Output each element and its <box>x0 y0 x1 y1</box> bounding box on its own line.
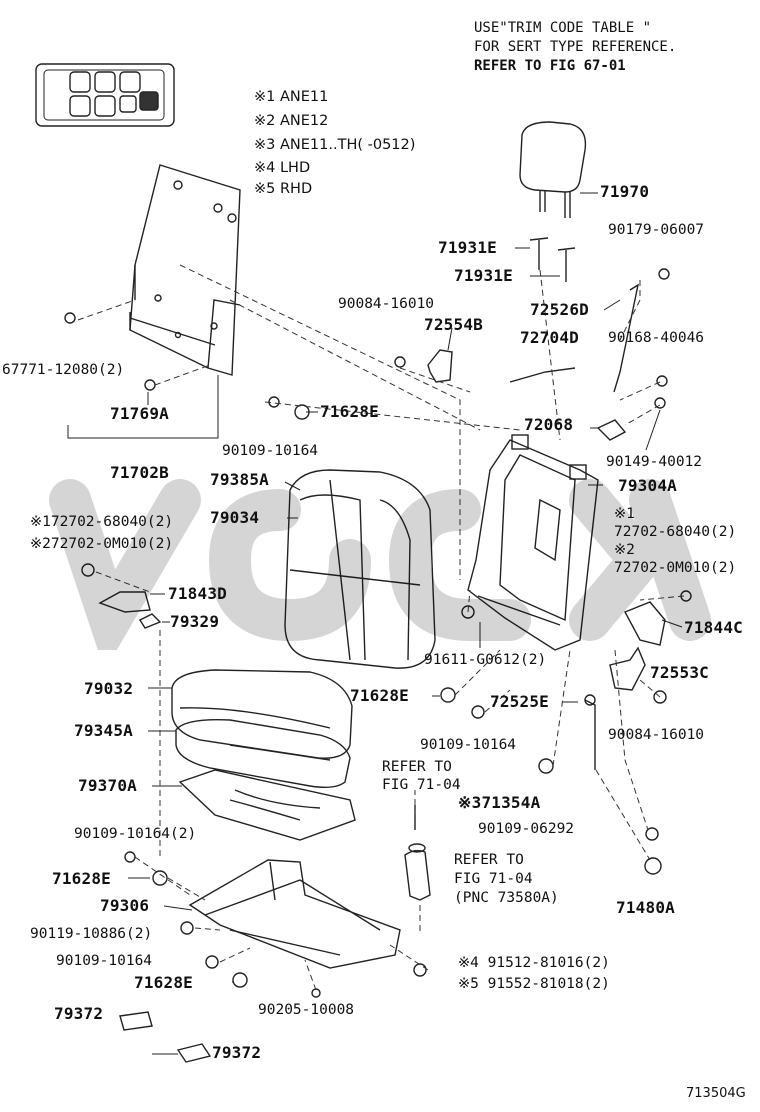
refer-note-1-line-2: FIG 71-04 <box>382 777 461 793</box>
part-label-71931e-b[interactable]: 71931E <box>454 266 513 285</box>
rod-end <box>584 694 596 706</box>
bracket-71843d <box>98 591 151 613</box>
seatback-board <box>129 164 241 376</box>
note-line-3: REFER TO FIG 67-01 <box>474 58 626 74</box>
part-label-79304a[interactable]: 79304A <box>618 476 677 495</box>
part-label-mark-1-right: ※1 <box>614 506 635 522</box>
legend-item-4: ※4 LHD <box>254 160 311 176</box>
part-label-79329[interactable]: 79329 <box>170 612 220 631</box>
part-label-79306[interactable]: 79306 <box>100 896 150 915</box>
pad-79372-b <box>176 1043 212 1063</box>
clip-top <box>658 268 670 280</box>
refer-note-1-line-1: REFER TO <box>382 759 452 775</box>
part-label-90109-10164-1[interactable]: 90109-10164 <box>222 443 319 459</box>
part-label-72704d[interactable]: 72704D <box>520 328 579 347</box>
part-label-71769a[interactable]: 71769A <box>110 404 169 423</box>
part-label-79372-a[interactable]: 79372 <box>54 1004 104 1023</box>
part-label-71628e-1[interactable]: 71628E <box>320 402 379 421</box>
pad-79372-a <box>119 1011 153 1031</box>
part-label-90119-10886[interactable]: 90119-10886(2) <box>30 926 153 942</box>
part-label-91552-81018[interactable]: ※5 91552-81018(2) <box>458 976 610 992</box>
bracket-72068 <box>596 419 627 441</box>
legend-item-3: ※3 ANE11..TH( -0512) <box>254 137 416 153</box>
part-label-72526d[interactable]: 72526D <box>530 300 589 319</box>
part-label-91611-g0612[interactable]: 91611-G0612(2) <box>424 652 547 668</box>
headrest <box>519 121 587 218</box>
part-label-71628e-3[interactable]: 71628E <box>52 869 111 888</box>
headrest-support <box>529 237 576 282</box>
seat-location-inset <box>35 63 175 127</box>
part-label-71702b[interactable]: 71702B <box>110 463 169 482</box>
legend-item-1: ※1 ANE11 <box>254 89 329 105</box>
refer-note-2-line-1: REFER TO <box>454 852 524 868</box>
figure-code: 713504G <box>686 1086 746 1101</box>
part-label-72554b[interactable]: 72554B <box>424 315 483 334</box>
part-label-90109-10164-4[interactable]: 90109-10164 <box>56 953 153 969</box>
buckle <box>404 805 431 901</box>
part-label-90149-40012[interactable]: 90149-40012 <box>606 454 703 470</box>
cable-72704d <box>509 367 576 383</box>
bracket-71844c <box>624 601 666 646</box>
seatback-frame <box>467 434 599 651</box>
part-label-72702-0m010-left[interactable]: ※272702-0M010(2) <box>30 536 174 552</box>
seat-cushion-frame <box>178 769 356 841</box>
note-line-2: FOR SERT TYPE REFERENCE. <box>474 39 677 55</box>
part-label-72068[interactable]: 72068 <box>524 415 574 434</box>
part-label-79385a[interactable]: 79385A <box>210 470 269 489</box>
part-label-72702-0m010-right[interactable]: 72702-0M010(2) <box>614 560 737 576</box>
part-label-90109-10164-3[interactable]: 90109-10164(2) <box>74 826 197 842</box>
part-label-71628e-4[interactable]: 71628E <box>134 973 193 992</box>
seat-cushion <box>171 669 353 759</box>
part-label-71628e-2[interactable]: 71628E <box>350 686 409 705</box>
seat-cushion-cover <box>175 719 351 789</box>
legend-item-2: ※2 ANE12 <box>254 113 329 129</box>
bracket-72553c <box>609 646 646 691</box>
refer-note-2-line-3: (PNC 73580A) <box>454 890 559 906</box>
part-label-90179-06007[interactable]: 90179-06007 <box>608 222 705 238</box>
part-label-90084-16010-top[interactable]: 90084-16010 <box>338 296 435 312</box>
part-label-71931e-a[interactable]: 71931E <box>438 238 497 257</box>
part-label-72702-68040-left[interactable]: ※172702-68040(2) <box>30 514 174 530</box>
part-label-90109-10164-2[interactable]: 90109-10164 <box>420 737 517 753</box>
cover-79329 <box>138 613 162 629</box>
lock-rod <box>613 283 640 393</box>
part-label-71480a[interactable]: 71480A <box>616 898 675 917</box>
part-label-90109-06292[interactable]: 90109-06292 <box>478 821 575 837</box>
part-label-72525e[interactable]: 72525E <box>490 692 549 711</box>
part-label-79345a[interactable]: 79345A <box>74 721 133 740</box>
part-label-79372-b[interactable]: 79372 <box>212 1043 262 1062</box>
rod-72525e <box>584 699 596 770</box>
part-label-79370a[interactable]: 79370A <box>78 776 137 795</box>
legend-item-5: ※5 RHD <box>254 181 313 197</box>
part-label-90205-10008[interactable]: 90205-10008 <box>258 1002 355 1018</box>
note-line-1: USE"TRIM CODE TABLE " <box>474 20 652 36</box>
part-label-71843d[interactable]: 71843D <box>168 584 227 603</box>
part-label-67771-12080[interactable]: 67771-12080(2) <box>2 362 125 378</box>
part-label-79034[interactable]: 79034 <box>210 508 260 527</box>
part-label-71970[interactable]: 71970 <box>600 182 650 201</box>
part-label-mark-2-right: ※2 <box>614 542 635 558</box>
seatback-cushion <box>284 469 436 669</box>
part-label-90084-16010-bot[interactable]: 90084-16010 <box>608 727 705 743</box>
part-label-72702-68040-right[interactable]: 72702-68040(2) <box>614 524 737 540</box>
part-label-71354a[interactable]: ※371354A <box>458 793 541 812</box>
part-label-71844c[interactable]: 71844C <box>684 618 743 637</box>
part-label-79032[interactable]: 79032 <box>84 679 134 698</box>
part-label-90168-40046[interactable]: 90168-40046 <box>608 330 705 346</box>
part-label-91512-81016[interactable]: ※4 91512-81016(2) <box>458 955 610 971</box>
refer-note-2-line-2: FIG 71-04 <box>454 871 533 887</box>
bracket-72554b <box>427 349 453 383</box>
part-label-72553c[interactable]: 72553C <box>650 663 709 682</box>
seat-track <box>188 859 401 969</box>
